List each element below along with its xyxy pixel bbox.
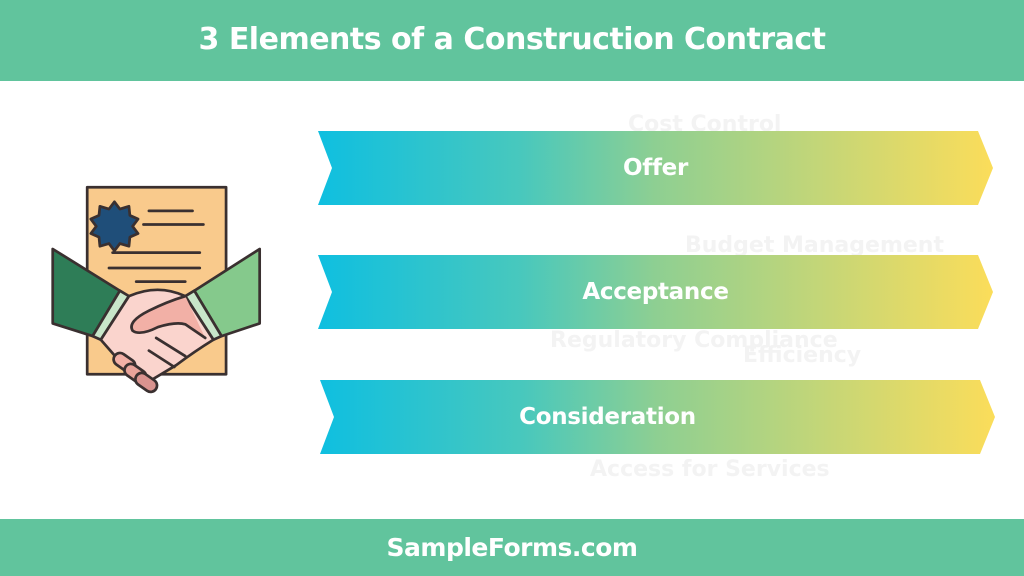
ghost-text: Access for Services xyxy=(590,457,830,482)
element-label: Offer xyxy=(622,155,688,181)
element-label: Consideration xyxy=(519,404,696,430)
element-banner-acceptance: Acceptance xyxy=(318,255,993,329)
footer-brand: SampleForms.com xyxy=(386,533,638,562)
element-banner-consideration: Consideration xyxy=(320,380,995,454)
header-bar: 3 Elements of a Construction Contract xyxy=(0,0,1024,81)
element-banner-offer: Offer xyxy=(318,131,993,205)
ghost-text: Budget Management xyxy=(685,233,944,258)
footer-bar: SampleForms.com xyxy=(0,519,1024,576)
page-title: 3 Elements of a Construction Contract xyxy=(198,22,826,57)
ghost-text: Efficiency xyxy=(743,343,862,368)
element-label: Acceptance xyxy=(582,279,729,305)
ghost-text: Regulatory Compliance xyxy=(550,328,838,353)
contract-handshake-icon xyxy=(40,170,276,406)
